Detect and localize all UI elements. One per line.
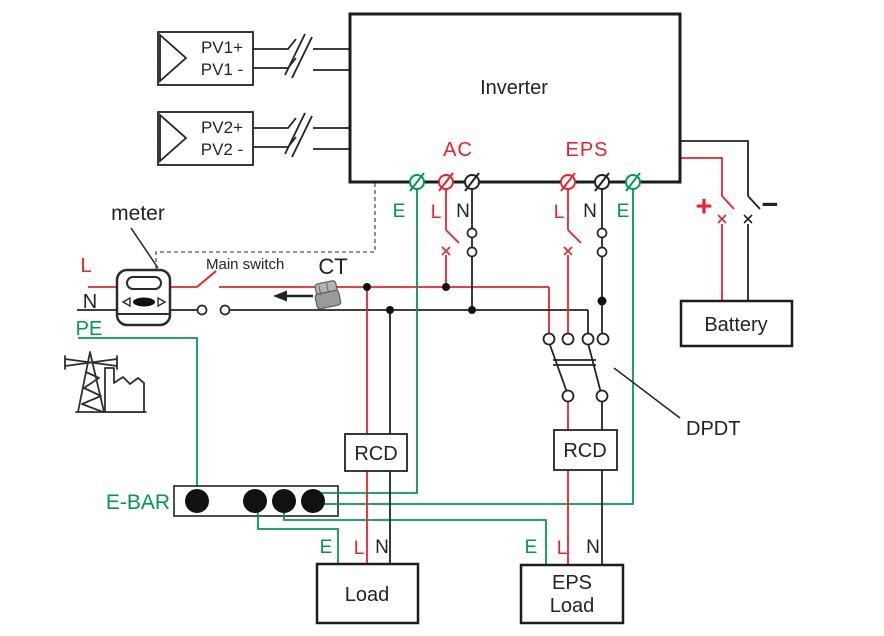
eps-load-title-line1: EPS (552, 572, 592, 594)
inverter-title: Inverter (480, 77, 548, 99)
pv2-plus-label: PV2+ (201, 118, 243, 137)
meter-pointer-line (130, 227, 159, 269)
ac-n-label: N (456, 201, 470, 222)
eps-l-breaker-x (563, 246, 573, 256)
eps-n-label: N (583, 201, 597, 222)
eps-l-wire (567, 189, 582, 334)
ct-label: CT (318, 254, 347, 279)
ac-l-breaker-x (441, 246, 451, 256)
battery-plus-label: + (696, 191, 713, 223)
load-l-label: L (354, 538, 365, 559)
ac-port-label: AC (443, 139, 473, 161)
load-e-label: E (320, 537, 333, 558)
ac-e-label: E (393, 201, 406, 222)
rcd-load-label: RCD (354, 443, 397, 465)
inverter-box (348, 12, 682, 184)
eps-e-label: E (617, 201, 630, 222)
battery-negative-x (743, 214, 753, 224)
main-switch-label: Main switch (206, 256, 284, 273)
ac-l-wire (445, 189, 460, 287)
pv2-minus-label: PV2 - (201, 140, 244, 159)
pv1-minus-label: PV1 - (201, 60, 244, 79)
earth-wires (257, 189, 634, 565)
eps-n-terminal-icon (594, 172, 610, 192)
dpdt-switch-blades (549, 344, 602, 392)
battery-positive-x (717, 214, 727, 224)
ebar-terminals (185, 489, 325, 513)
main-switch-blade (196, 270, 217, 288)
terminal-dot-icon (272, 489, 296, 513)
eps-load-l-label: L (557, 538, 568, 559)
battery-positive-wire (680, 157, 735, 301)
rcd-eps-box (553, 429, 618, 471)
eps-port-label: EPS (565, 139, 608, 161)
ebar-label: E-BAR (106, 491, 170, 514)
connector-circles (196, 227, 608, 316)
dpdt-label: DPDT (686, 418, 740, 440)
meter-label: meter (111, 202, 165, 225)
energy-meter-icon (115, 268, 172, 327)
load-title: Load (345, 584, 390, 606)
battery-minus-label: − (762, 189, 779, 221)
ac-n-terminal-icon (464, 172, 480, 192)
pv1-wires (253, 33, 350, 79)
battery-title: Battery (704, 314, 767, 336)
rcd-eps-label: RCD (563, 440, 606, 462)
junction-dots (363, 283, 607, 314)
eps-load-e-label: E (525, 537, 538, 558)
dpdt-contacts (542, 332, 610, 403)
eps-l-terminal-icon (560, 172, 576, 192)
ac-l-label: L (431, 202, 442, 223)
dpdt-pointer-line (613, 367, 681, 419)
grid-pe-wire (78, 337, 198, 494)
pv2-box (157, 111, 254, 166)
eps-load-title-line2: Load (550, 595, 595, 617)
pv2-wires (253, 112, 350, 158)
eps-l-label: L (554, 202, 565, 223)
rcd-load-box (344, 433, 408, 472)
pv1-box (157, 31, 254, 86)
grid-tower-icon (64, 351, 147, 413)
meter-comm-dashed-line (155, 183, 376, 269)
terminal-dot-icon (301, 489, 325, 513)
load-n-label: N (375, 537, 389, 558)
battery-box (679, 299, 794, 348)
ac-l-terminal-icon (438, 172, 454, 192)
grid-pe-label: PE (76, 318, 103, 340)
ct-clamp-icon (314, 280, 342, 310)
terminal-dot-icon (243, 489, 267, 513)
eps-load-box (519, 563, 625, 625)
power-direction-arrow (273, 290, 313, 302)
pv1-plus-label: PV1+ (201, 38, 243, 57)
ac-e-terminal-icon (409, 172, 425, 192)
grid-n-label: N (83, 291, 97, 313)
battery-negative-wire (680, 140, 761, 301)
eps-e-terminal-icon (625, 172, 641, 192)
grid-l-label: L (80, 255, 91, 277)
eps-load-n-label: N (586, 537, 600, 558)
terminal-dot-icon (185, 489, 209, 513)
load-box (315, 562, 420, 625)
